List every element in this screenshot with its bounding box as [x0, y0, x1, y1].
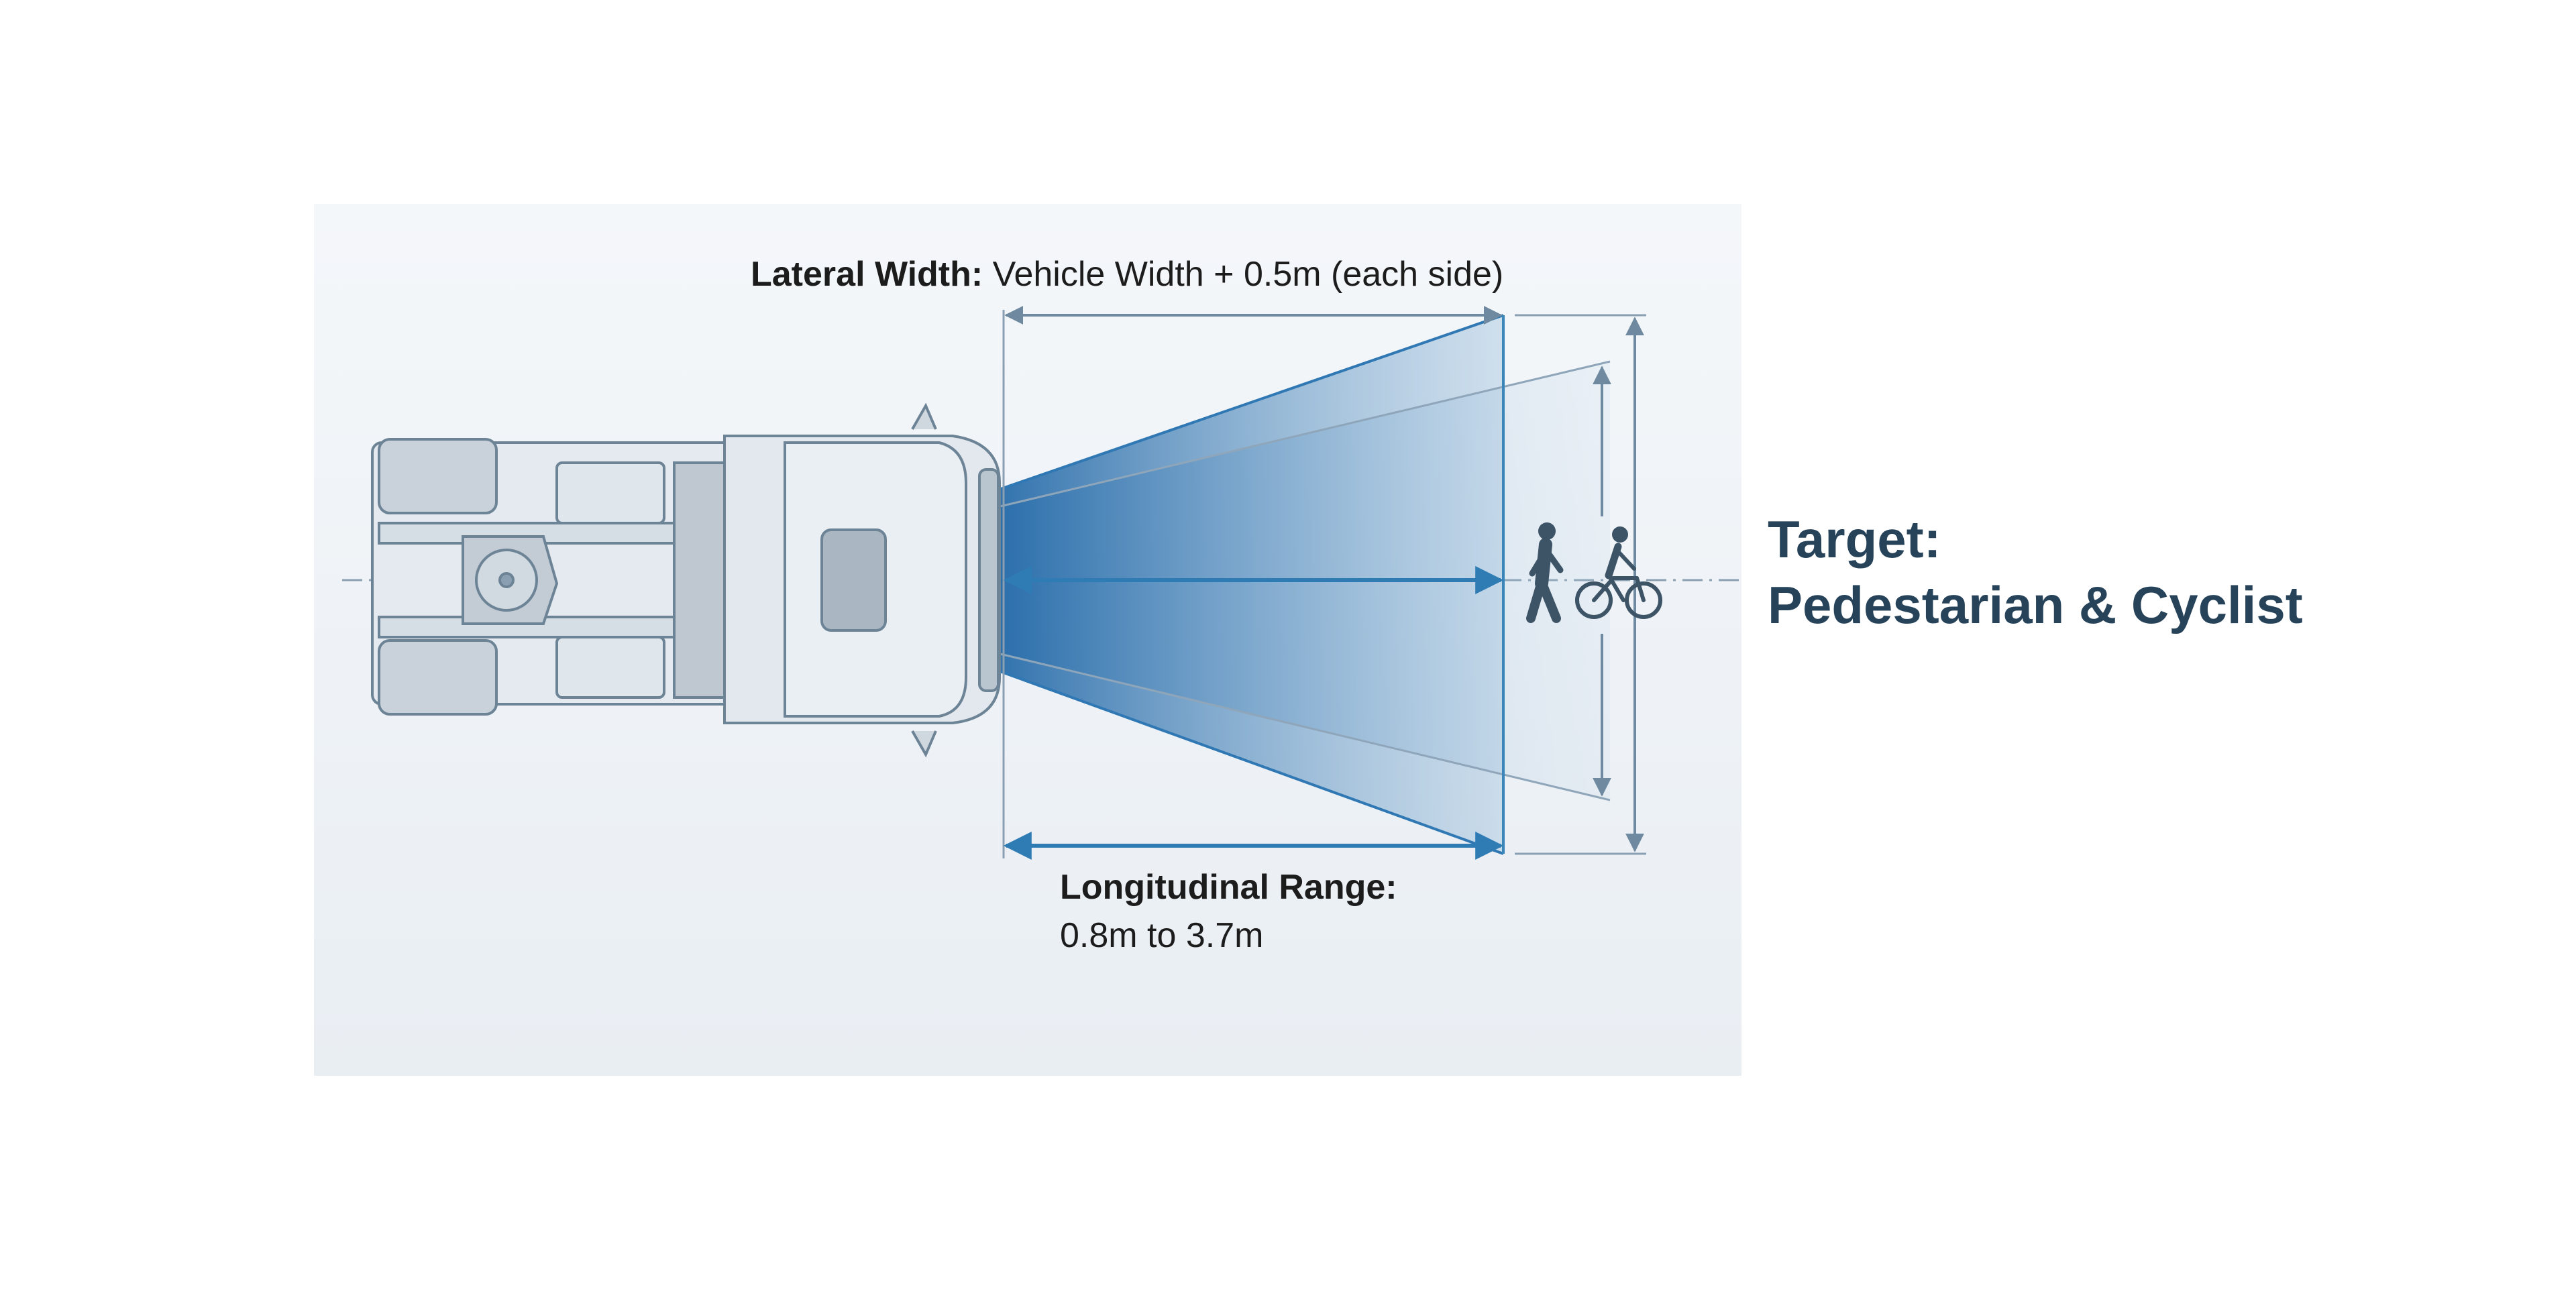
cyclist-icon: [1575, 526, 1662, 619]
target-heading: Target:: [1768, 510, 1941, 569]
longitudinal-range-value: 0.8m to 3.7m: [1060, 916, 1263, 955]
beam-edge: [979, 663, 1504, 855]
target-label: Target: Pedestarian & Cyclist: [1768, 506, 2303, 638]
outer-beam-edge: [985, 360, 1611, 511]
outer-beam-edge: [985, 649, 1611, 801]
beam-edge: [979, 314, 1504, 498]
lateral-width-label: Lateral Width: Vehicle Width + 0.5m (eac…: [751, 255, 1503, 294]
truck-top-view: [371, 402, 1001, 758]
target-description: Pedestarian & Cyclist: [1768, 575, 2303, 634]
longitudinal-range-label: Longitudinal Range:: [1060, 868, 1397, 907]
pedestrian-icon: [1526, 522, 1564, 623]
